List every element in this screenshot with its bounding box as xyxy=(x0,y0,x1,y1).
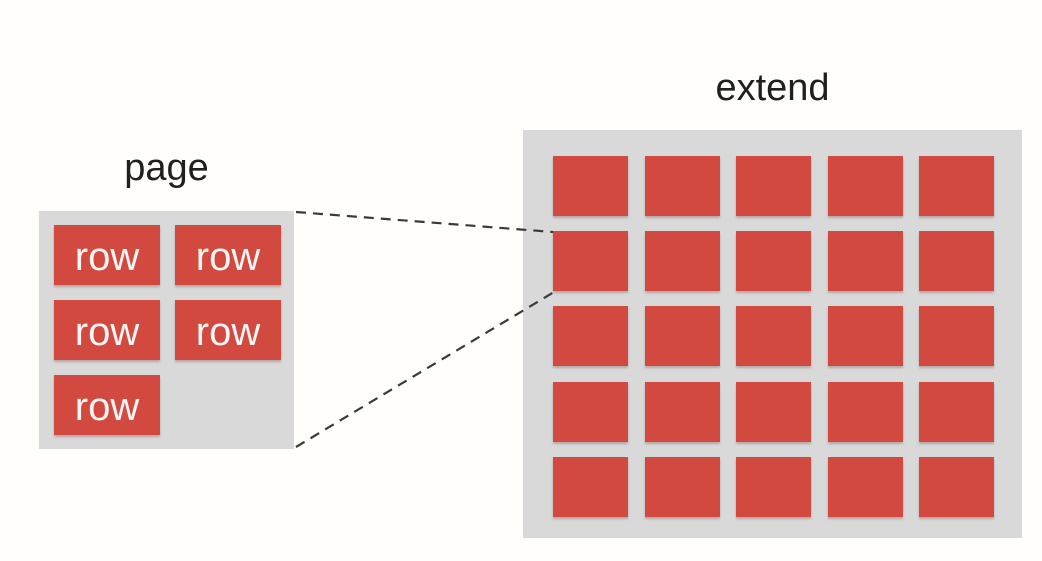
extend-grid-cell xyxy=(827,231,903,292)
extend-grid-cell xyxy=(919,381,994,442)
extend-grid-cell xyxy=(919,156,994,216)
extend-grid-cell xyxy=(919,231,994,292)
extend-grid-cell xyxy=(736,456,811,517)
page-panel-title: page xyxy=(124,147,209,189)
page-row-block: row xyxy=(175,225,281,285)
extend-grid-cell xyxy=(736,306,811,367)
extend-grid-cell xyxy=(553,231,628,292)
extend-grid-cell xyxy=(553,156,628,216)
extend-grid-cell xyxy=(644,381,720,442)
extend-grid-cell xyxy=(919,456,994,517)
extend-grid-cell xyxy=(553,456,628,517)
extend-grid-cell xyxy=(827,156,903,216)
page-row-block: row xyxy=(54,225,160,285)
zoom-connector-top-line xyxy=(295,210,554,234)
extend-grid-cell xyxy=(736,231,811,292)
page-row-block: row xyxy=(54,375,160,435)
extend-grid-cell xyxy=(644,231,720,292)
extend-grid-cell xyxy=(644,306,720,367)
extend-panel-title: extend xyxy=(715,67,830,109)
page-row-block: row xyxy=(54,300,160,360)
extend-grid-cell xyxy=(553,306,628,367)
extend-grid-cell xyxy=(827,381,903,442)
extend-grid-cell xyxy=(736,381,811,442)
page-row-block: row xyxy=(175,300,281,360)
extend-grid-cell xyxy=(827,306,903,367)
extend-grid-cell xyxy=(644,456,720,517)
extend-grid-cell xyxy=(919,306,994,367)
extend-panel xyxy=(523,130,1022,538)
zoom-connector-bottom-line xyxy=(295,291,555,448)
extend-grid-cell xyxy=(736,156,811,216)
extend-grid-cell xyxy=(553,381,628,442)
extend-grid-cell xyxy=(827,456,903,517)
extend-grid-cell xyxy=(644,156,720,216)
